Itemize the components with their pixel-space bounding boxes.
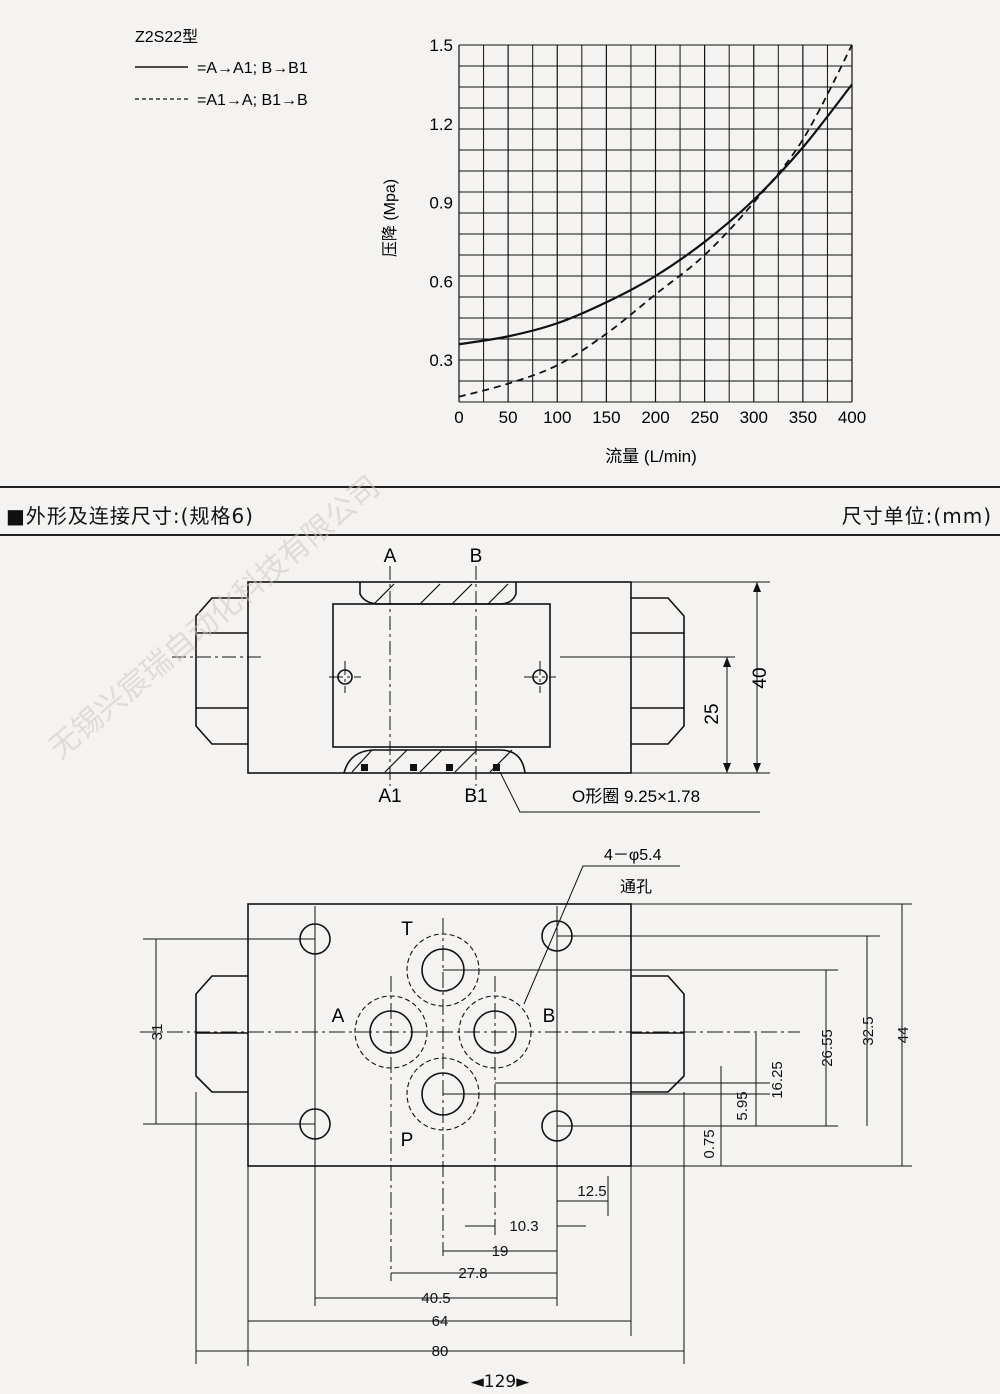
- dim-26-55: 26.55: [819, 1029, 836, 1067]
- y-axis-ticks: 0.3 0.6 0.9 1.2 1.5: [429, 36, 453, 370]
- chart-curves: [458, 44, 853, 398]
- dim-27-8: 27.8: [458, 1265, 487, 1282]
- y-tick-label: 1.2: [429, 115, 453, 134]
- y-tick-label: 1.5: [429, 36, 453, 55]
- port-a1-label: A1: [378, 786, 401, 807]
- dim-12-5: 12.5: [577, 1183, 606, 1200]
- x-tick-label: 100: [543, 408, 571, 427]
- x-axis-ticks: 0 50 100 150 200 250 300 350 400: [454, 408, 866, 427]
- series-dashed-curve: [458, 44, 853, 398]
- oring-spec: O形圈 9.25×1.78: [572, 787, 700, 806]
- x-tick-label: 200: [641, 408, 669, 427]
- dim-0-75: 0.75: [701, 1129, 718, 1158]
- y-tick-label: 0.6: [429, 272, 453, 291]
- hole-spec: 4－φ5.4: [604, 847, 662, 864]
- side-view-drawing: A B A1 B1 O形圈 9.25×1.78 40 25: [172, 546, 771, 813]
- page-number: ◄129►: [470, 1372, 530, 1392]
- chart-model-label: Z2S22型: [135, 28, 198, 46]
- port-b1-label: B1: [464, 786, 487, 807]
- x-tick-label: 0: [454, 408, 463, 427]
- y-tick-label: 0.9: [429, 194, 453, 213]
- top-view-drawing: T P A B 4－φ5.4 通孔 31 44 32.5 26.55 16.25…: [140, 847, 912, 1366]
- section-title: ■外形及连接尺寸:(规格6): [6, 504, 254, 528]
- dim-40-5: 40.5: [421, 1290, 450, 1307]
- x-tick-label: 250: [690, 408, 718, 427]
- through-hole-label: 通孔: [620, 878, 652, 896]
- legend-solid-label: =A→A1; B→B1: [197, 60, 308, 77]
- dim-64: 64: [432, 1313, 449, 1330]
- y-axis-label: 压降 (Mpa): [381, 179, 399, 257]
- x-axis-label: 流量 (L/min): [605, 447, 697, 466]
- x-tick-label: 50: [499, 408, 518, 427]
- divider-bottom: [0, 534, 1000, 536]
- unit-label: 尺寸单位:(mm): [841, 504, 992, 528]
- port-a-top-label: A: [332, 1006, 345, 1027]
- legend-dashed-label: =A1→A; B1→B: [197, 92, 308, 109]
- dim-5-95: 5.95: [734, 1091, 751, 1120]
- dim-32-5: 32.5: [860, 1016, 877, 1045]
- x-tick-label: 150: [592, 408, 620, 427]
- dim-25: 25: [702, 703, 723, 724]
- divider-top: [0, 486, 1000, 488]
- dim-10-3: 10.3: [509, 1218, 538, 1235]
- x-tick-label: 300: [740, 408, 768, 427]
- x-tick-label: 350: [789, 408, 817, 427]
- series-solid-curve: [458, 83, 853, 346]
- port-p-label: P: [401, 1130, 414, 1151]
- dim-16-25: 16.25: [769, 1061, 786, 1099]
- dim-44: 44: [895, 1027, 912, 1044]
- port-t-label: T: [401, 919, 413, 940]
- port-a-label: A: [384, 546, 397, 567]
- port-b-label: B: [470, 546, 483, 567]
- dim-80: 80: [432, 1343, 449, 1360]
- x-tick-label: 400: [838, 408, 866, 427]
- port-b-top-label: B: [543, 1006, 556, 1027]
- chart-grid: [458, 44, 853, 403]
- pressure-drop-chart: 0.3 0.6 0.9 1.2 1.5 0 50 100 150 200 250 300 350 400…: [135, 28, 866, 466]
- dim-31: 31: [149, 1024, 166, 1041]
- y-tick-label: 0.3: [429, 351, 453, 370]
- dim-19: 19: [492, 1243, 509, 1260]
- dim-40: 40: [750, 667, 771, 688]
